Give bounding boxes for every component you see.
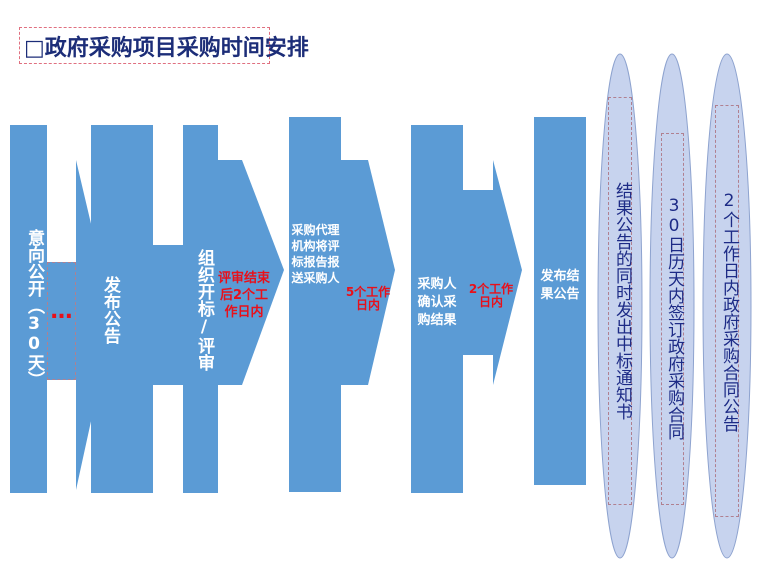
step-1-dots-box bbox=[47, 262, 76, 380]
oval-1-text: 结果公告的同时发出中标通知书 bbox=[608, 101, 632, 501]
step-1-box bbox=[10, 125, 47, 493]
step-3-label: 组织开标/评审 bbox=[194, 249, 214, 371]
step-1-label: 意向公开（30天） bbox=[24, 228, 44, 388]
arrow-4 bbox=[341, 160, 395, 385]
step-6-box bbox=[534, 117, 586, 485]
step-3-box bbox=[183, 125, 218, 493]
step-2-label: 发布公告 bbox=[100, 276, 120, 344]
step-4-box bbox=[289, 117, 341, 492]
step-2-box bbox=[91, 125, 153, 493]
step-1-dots: … bbox=[50, 299, 73, 324]
arrow-2 bbox=[153, 245, 183, 385]
oval-2-text-box bbox=[661, 133, 684, 505]
oval-3-text: 2个工作日内政府采购合同公告 bbox=[719, 190, 739, 432]
step-5-box bbox=[411, 125, 463, 493]
step-4-gap-label: 5个工作日内 bbox=[345, 285, 391, 312]
arrow-1 bbox=[47, 160, 100, 490]
step-5-gap-label: 2个工作日内 bbox=[468, 282, 514, 309]
arrow-5 bbox=[463, 160, 522, 385]
step-3-gap-label: 评审结束后2个工作日内 bbox=[218, 271, 271, 320]
oval-3-text-box bbox=[715, 105, 739, 517]
page-title: □政府采购项目采购时间安排 bbox=[24, 35, 309, 61]
step-5-label: 采购人确认采购结果 bbox=[417, 277, 457, 328]
oval-1-text-content: 结果公告的同时发出中标通知书 bbox=[612, 182, 632, 420]
step-4-label: 采购代理机构将评标报告报送采购人 bbox=[291, 223, 340, 285]
oval-2-text: 30日历天内签订政府采购合同 bbox=[664, 196, 684, 440]
title-box: □政府采购项目采购时间安排 bbox=[19, 27, 309, 64]
step-6-label: 发布结果公告 bbox=[540, 269, 580, 302]
oval-1-text-box bbox=[608, 97, 632, 505]
arrow-3 bbox=[218, 160, 284, 385]
